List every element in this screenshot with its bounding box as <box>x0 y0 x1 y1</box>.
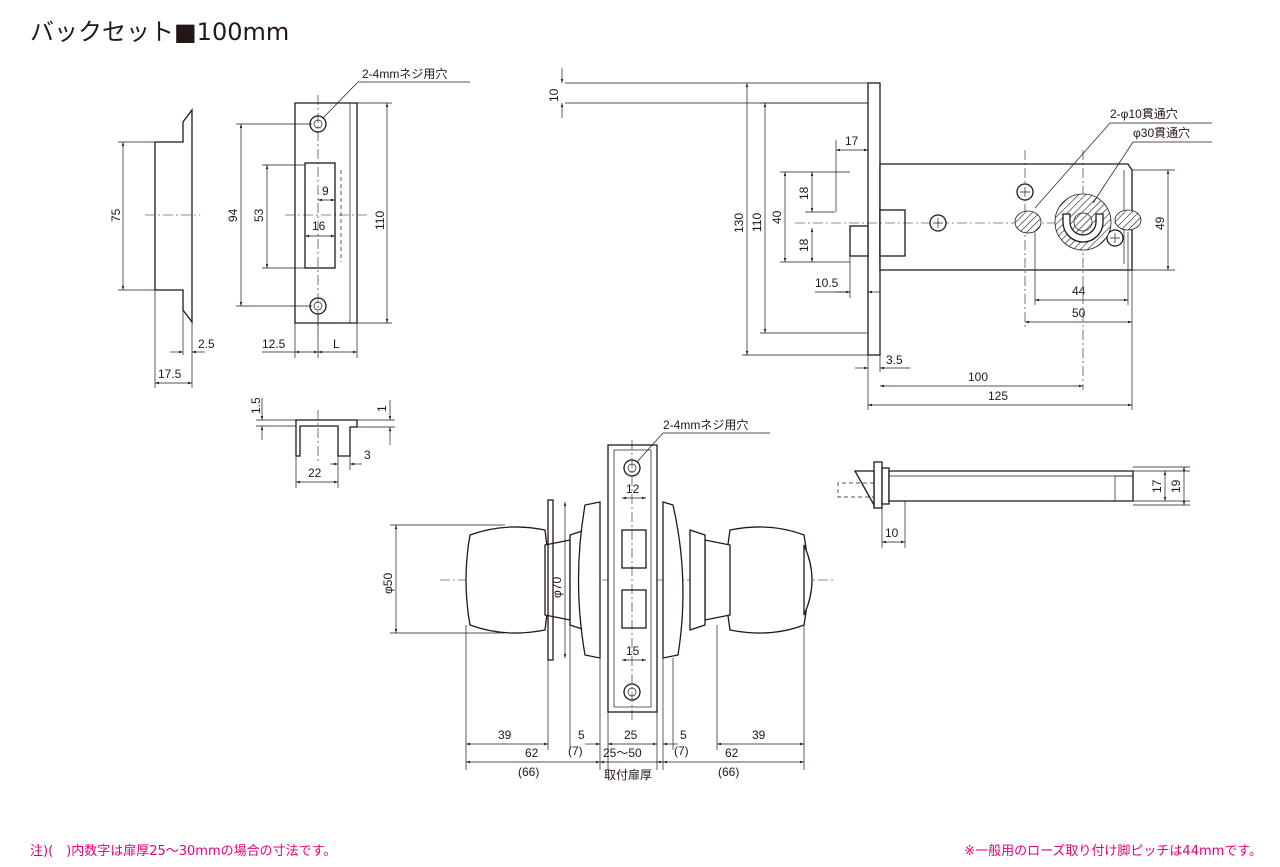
strike-side-view: 75 2.5 17.5 <box>109 108 215 388</box>
dim-2-5: 2.5 <box>198 337 215 351</box>
dim-19: 19 <box>1169 479 1183 493</box>
dim-75: 75 <box>109 208 123 222</box>
dim-125: 125 <box>988 389 1008 403</box>
dim-12-5: 12.5 <box>262 337 286 351</box>
dim-16: 16 <box>312 219 326 233</box>
dim-130: 130 <box>732 213 746 233</box>
strike-box-view: 1.5 1 22 3 <box>249 397 395 488</box>
dim-3-5: 3.5 <box>886 353 903 367</box>
dim-94: 94 <box>226 208 240 222</box>
dim-10-5: 10.5 <box>815 276 839 290</box>
dim-L: L <box>333 337 340 351</box>
dim-49: 49 <box>1153 216 1167 230</box>
dim-66-left: (66) <box>518 765 539 779</box>
dim-17-5: 17.5 <box>158 367 182 381</box>
latch-side-view: 17 19 10 <box>837 461 1190 548</box>
knob-screw-label: 2-4mmネジ用穴 <box>663 417 748 432</box>
dim-door-range: 25～50 <box>603 746 642 760</box>
dim-17: 17 <box>845 134 859 148</box>
dim-knob-dia: φ50 <box>381 573 395 594</box>
dim-110: 110 <box>373 211 387 230</box>
knob-assembly-view: 2-4mmネジ用穴 12 15 φ50 φ70 39 5 (7) 25 5 (7… <box>381 417 835 782</box>
dim-39-left: 39 <box>498 728 512 742</box>
dim-1: 1 <box>375 405 389 412</box>
dim-66-right: (66) <box>718 765 739 779</box>
dim-rose-dia: φ70 <box>550 577 564 598</box>
dim-5-left: 5 <box>578 728 585 742</box>
dim-10-side: 10 <box>885 526 899 540</box>
dim-44: 44 <box>1072 284 1086 298</box>
dim-12: 12 <box>626 482 640 496</box>
dim-7-left: (7) <box>568 744 583 758</box>
dim-25: 25 <box>624 728 638 742</box>
door-thickness-label: 取付扉厚 <box>604 768 652 782</box>
dim-50: 50 <box>1072 306 1086 320</box>
note-right: ※一般用のローズ取り付け脚ピッチは44mmです。 <box>964 844 1262 859</box>
dim-5-right: 5 <box>680 728 687 742</box>
dim-39-right: 39 <box>752 728 766 742</box>
note-left: 注)( )内数字は扉厚25～30mmの場合の寸法です。 <box>30 844 337 859</box>
dim-9: 9 <box>322 184 329 198</box>
dim-62-right: 62 <box>725 746 739 760</box>
page-title: バックセット■100mm <box>30 18 290 46</box>
dim-18-a: 18 <box>797 186 811 200</box>
dim-3: 3 <box>364 448 371 462</box>
strike-screw-label: 2-4mmネジ用穴 <box>362 66 447 81</box>
hole-label-30: φ30貫通穴 <box>1133 125 1190 140</box>
dim-100: 100 <box>968 370 988 384</box>
dim-7-right: (7) <box>674 744 689 758</box>
dim-40: 40 <box>770 210 784 224</box>
dim-1-5: 1.5 <box>249 397 263 414</box>
latch-front-view: 2-φ10貫通穴 φ30貫通穴 10 130 110 40 18 18 17 1… <box>547 68 1212 410</box>
dim-17-side: 17 <box>1150 479 1164 493</box>
dim-53: 53 <box>252 208 266 222</box>
dim-110-latch: 110 <box>750 213 764 232</box>
dim-10-top: 10 <box>547 88 561 102</box>
dim-18-b: 18 <box>797 238 811 252</box>
strike-front-view: 2-4mmネジ用穴 94 53 110 9 16 12.5 L <box>226 66 470 358</box>
dim-62-left: 62 <box>525 746 539 760</box>
dim-15: 15 <box>626 644 640 658</box>
hole-label-10: 2-φ10貫通穴 <box>1110 106 1178 121</box>
dim-22: 22 <box>308 466 322 480</box>
